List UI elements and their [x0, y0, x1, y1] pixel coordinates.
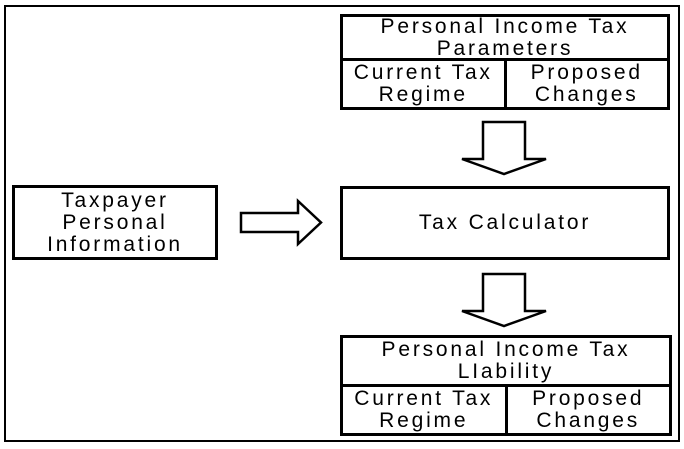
- down-arrow-icon: [461, 272, 547, 328]
- parameters-box: Personal Income Tax Parameters Current T…: [340, 14, 670, 110]
- liability-cell-proposed-changes: Proposed Changes: [532, 387, 645, 432]
- liability-title: Personal Income Tax LIability: [343, 338, 669, 387]
- taxpayer-info-box: Taxpayer Personal Information: [12, 185, 218, 260]
- liability-cells-row: Current Tax Regime Proposed Changes: [343, 387, 669, 433]
- taxpayer-info-label: Taxpayer Personal Information: [47, 188, 183, 256]
- right-arrow-icon: [239, 198, 323, 247]
- parameters-title: Personal Income Tax Parameters: [343, 15, 667, 61]
- down-arrow-icon: [461, 120, 547, 176]
- outer-frame: [4, 5, 680, 442]
- tax-calculator-box: Tax Calculator: [340, 186, 670, 260]
- parameters-cell-proposed-changes: Proposed Changes: [530, 61, 643, 106]
- parameters-cell-current-tax-regime: Current Tax Regime: [343, 61, 507, 107]
- parameters-cells-row: Current Tax Regime Proposed Changes: [343, 61, 667, 107]
- tax-calculator-label: Tax Calculator: [418, 211, 592, 234]
- liability-cell-current-tax-regime: Current Tax Regime: [343, 387, 508, 433]
- liability-box: Personal Income Tax LIability Current Ta…: [340, 335, 672, 436]
